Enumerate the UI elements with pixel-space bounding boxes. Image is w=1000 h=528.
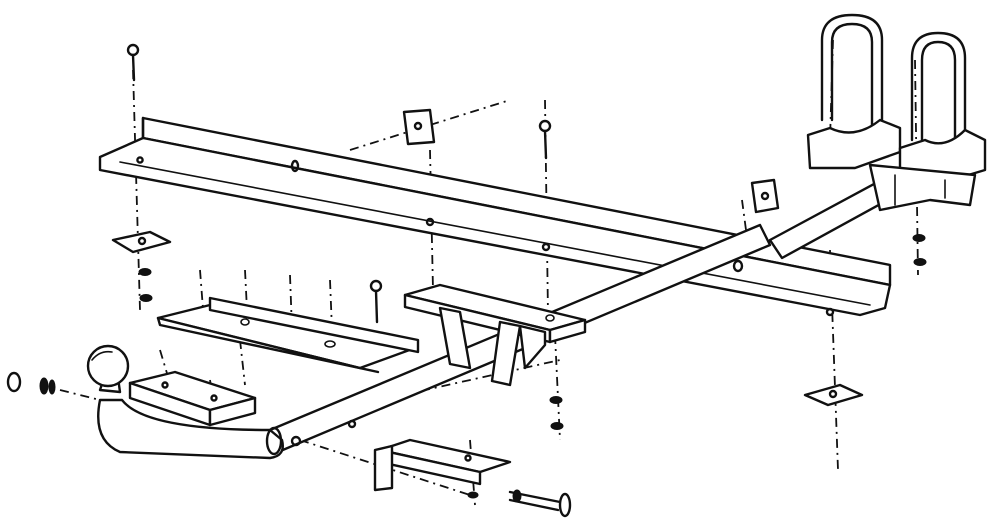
bolt-top-left [126, 43, 140, 82]
square-plate-right [750, 178, 780, 214]
right-clamp-saddle [806, 118, 987, 212]
washer-plate-left [111, 230, 172, 254]
lower-left-plate [128, 370, 257, 427]
ball-bolt-bottom [508, 489, 572, 518]
bolt-top-center [538, 119, 552, 160]
right-u-bolts [820, 13, 967, 152]
nut-stack-bottom [549, 396, 564, 430]
nut-stack-right [912, 234, 927, 266]
left-side-bracket [156, 296, 420, 374]
tow-ball [86, 344, 130, 394]
bottom-drop-bracket [373, 438, 512, 492]
nut-bottom-bracket [467, 491, 479, 499]
square-plate-top [402, 108, 436, 146]
main-crossbar [98, 116, 892, 317]
fasteners [6, 43, 927, 518]
bolt-middle [369, 279, 383, 324]
washer-plate-right [803, 383, 864, 407]
center-drop-bracket [403, 283, 587, 387]
nut-stack-left [138, 268, 153, 302]
ball-washer-set [6, 371, 56, 395]
